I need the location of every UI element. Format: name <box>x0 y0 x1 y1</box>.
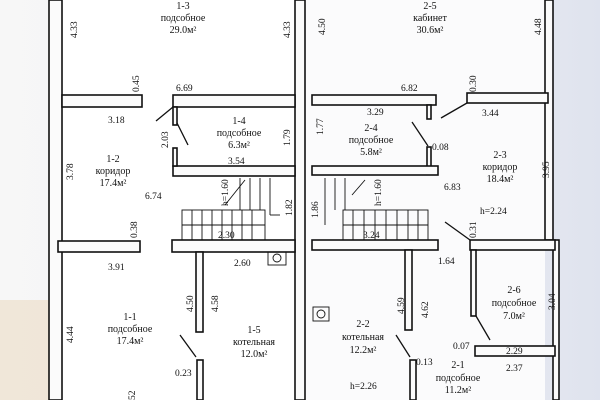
svg-text:h=1.60: h=1.60 <box>374 179 384 206</box>
svg-text:7.0м²: 7.0м² <box>503 311 525 322</box>
svg-text:1-4: 1-4 <box>232 116 245 127</box>
svg-text:0.07: 0.07 <box>453 342 470 352</box>
svg-text:подсобное: подсобное <box>492 298 537 309</box>
svg-text:4.44: 4.44 <box>66 326 76 343</box>
boiler-left <box>267 251 287 266</box>
svg-text:17.4м²: 17.4м² <box>100 178 127 189</box>
svg-text:1-5: 1-5 <box>247 325 260 336</box>
svg-text:11.2м²: 11.2м² <box>445 385 471 396</box>
svg-text:3.24: 3.24 <box>363 231 380 241</box>
svg-text:h=2.24: h=2.24 <box>480 207 507 217</box>
svg-text:4.50: 4.50 <box>186 295 196 312</box>
svg-text:1-3: 1-3 <box>176 1 189 12</box>
svg-text:2.30: 2.30 <box>218 231 235 241</box>
svg-text:2-3: 2-3 <box>493 150 506 161</box>
svg-text:6.69: 6.69 <box>176 84 193 94</box>
svg-text:0.45: 0.45 <box>132 75 142 92</box>
svg-text:2.37: 2.37 <box>506 364 523 374</box>
svg-text:2.29: 2.29 <box>506 347 523 357</box>
svg-text:4.33: 4.33 <box>70 21 80 38</box>
svg-text:4.62: 4.62 <box>421 301 431 318</box>
svg-text:2-1: 2-1 <box>451 360 464 371</box>
svg-text:1.64: 1.64 <box>438 257 455 267</box>
svg-text:5.8м²: 5.8м² <box>360 147 382 158</box>
svg-text:котельная: котельная <box>342 332 384 343</box>
svg-text:52: 52 <box>128 390 138 400</box>
svg-text:1.82: 1.82 <box>285 199 295 216</box>
boiler-right <box>312 306 330 322</box>
stairs-left <box>181 178 280 241</box>
svg-text:h=2.26: h=2.26 <box>350 382 377 392</box>
svg-text:коридор: коридор <box>96 166 131 177</box>
room-2-6: 2-6 подсобное 7.0м² <box>492 285 537 322</box>
svg-text:4.59: 4.59 <box>397 297 407 314</box>
svg-text:30.6м²: 30.6м² <box>417 25 444 36</box>
svg-text:2-4: 2-4 <box>364 123 377 134</box>
svg-text:3.04: 3.04 <box>548 293 558 310</box>
svg-text:3.91: 3.91 <box>108 263 125 273</box>
svg-text:0.38: 0.38 <box>130 221 140 238</box>
svg-text:6.74: 6.74 <box>145 192 162 202</box>
svg-text:0.30: 0.30 <box>469 75 479 92</box>
svg-text:0.08: 0.08 <box>432 143 449 153</box>
walls <box>48 0 560 400</box>
dimension-labels: 4.33 4.33 0.45 6.69 3.18 2.03 1.79 3.54 … <box>66 18 558 400</box>
svg-text:1.86: 1.86 <box>311 201 321 218</box>
svg-text:3.44: 3.44 <box>482 109 499 119</box>
svg-text:подсобное: подсобное <box>161 13 206 24</box>
svg-text:3.29: 3.29 <box>367 108 384 118</box>
svg-text:0.31: 0.31 <box>469 221 479 238</box>
svg-text:3.78: 3.78 <box>66 163 76 180</box>
svg-text:0.23: 0.23 <box>175 369 192 379</box>
svg-text:0.13: 0.13 <box>416 358 433 368</box>
svg-text:6.82: 6.82 <box>401 84 418 94</box>
svg-text:3.18: 3.18 <box>108 116 125 126</box>
svg-text:котельная: котельная <box>233 337 275 348</box>
room-2-2: 2-2 котельная 12.2м² <box>342 319 384 356</box>
svg-text:17.4м²: 17.4м² <box>117 336 144 347</box>
svg-text:3.95: 3.95 <box>542 161 552 178</box>
svg-text:3.54: 3.54 <box>228 157 245 167</box>
svg-text:1-1: 1-1 <box>123 312 136 323</box>
svg-text:18.4м²: 18.4м² <box>487 174 514 185</box>
svg-text:29.0м²: 29.0м² <box>170 25 197 36</box>
svg-text:12.2м²: 12.2м² <box>350 345 377 356</box>
svg-text:1-2: 1-2 <box>106 154 119 165</box>
svg-text:подсобное: подсобное <box>217 128 262 139</box>
svg-text:6.83: 6.83 <box>444 183 461 193</box>
svg-text:2-2: 2-2 <box>356 319 369 330</box>
svg-text:6.3м²: 6.3м² <box>228 140 250 151</box>
svg-text:подсобное: подсобное <box>349 135 394 146</box>
svg-text:подсобное: подсобное <box>436 373 481 384</box>
svg-text:4.58: 4.58 <box>211 295 221 312</box>
svg-text:4.50: 4.50 <box>318 18 328 35</box>
svg-text:h=1.60: h=1.60 <box>221 179 231 206</box>
svg-text:4.33: 4.33 <box>283 21 293 38</box>
svg-text:2-6: 2-6 <box>507 285 520 296</box>
svg-text:2.60: 2.60 <box>234 259 251 269</box>
stairs-right <box>324 178 429 241</box>
svg-text:1.79: 1.79 <box>283 129 293 146</box>
svg-text:1.77: 1.77 <box>316 118 326 135</box>
svg-text:12.0м²: 12.0м² <box>241 349 268 360</box>
svg-text:кабинет: кабинет <box>413 13 447 24</box>
svg-text:2.03: 2.03 <box>161 131 171 148</box>
svg-text:подсобное: подсобное <box>108 324 153 335</box>
svg-text:2-5: 2-5 <box>423 1 436 12</box>
svg-text:коридор: коридор <box>483 162 518 173</box>
svg-text:4.48: 4.48 <box>534 18 544 35</box>
